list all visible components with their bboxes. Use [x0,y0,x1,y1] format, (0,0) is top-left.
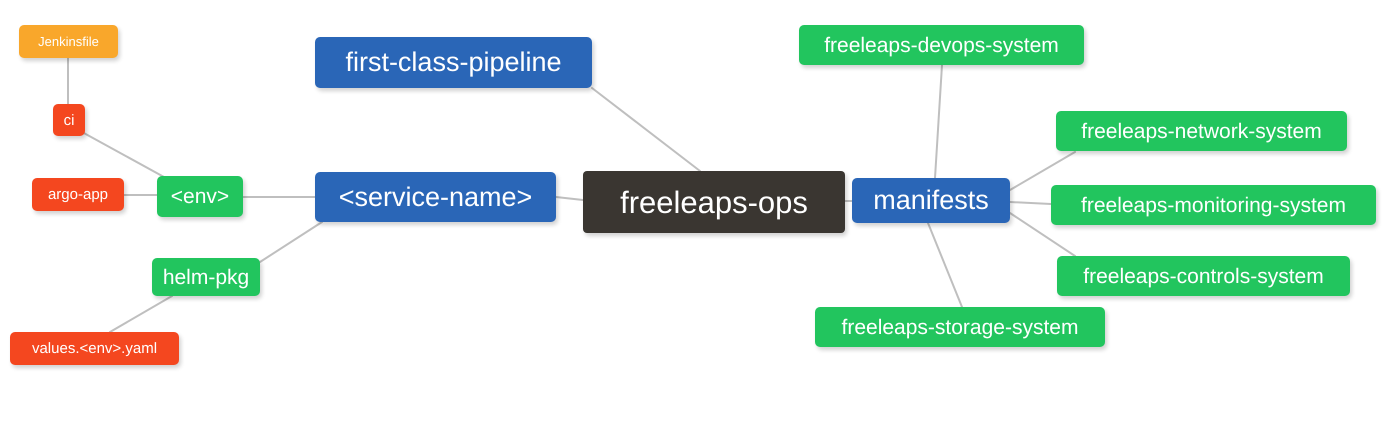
mindmap-node-label: freeleaps-devops-system [824,33,1059,57]
mindmap-edge [259,221,323,263]
mindmap-node-label: freeleaps-controls-system [1083,264,1324,288]
mindmap-node-label: helm-pkg [162,265,250,289]
mindmap-node-freeleaps-network-system[interactable]: freeleaps-network-system [1056,111,1347,151]
mindmap-node-values-env-yaml[interactable]: values.<env>.yaml [10,332,179,365]
mindmap-node-freeleaps-monitoring-system[interactable]: freeleaps-monitoring-system [1051,185,1376,225]
mindmap-node-label: first-class-pipeline [345,47,562,77]
mindmap-node-ci[interactable]: ci [53,104,85,136]
mindmap-node-label: <env> [170,185,230,208]
mindmap-edge [591,87,701,172]
mindmap-edge [927,222,963,308]
mindmap-node-label: values.<env>.yaml [31,340,158,357]
mindmap-node-freeleaps-devops-system[interactable]: freeleaps-devops-system [799,25,1084,65]
mindmap-edge [934,64,943,179]
mindmap-node-freeleaps-ops[interactable]: freeleaps-ops [583,171,845,233]
mindmap-node-freeleaps-controls-system[interactable]: freeleaps-controls-system [1057,256,1350,296]
mindmap-node-manifests[interactable]: manifests [852,178,1010,223]
mindmap-edge [81,131,165,178]
mindmap-node-env[interactable]: <env> [157,176,243,217]
mindmap-node-service-name[interactable]: <service-name> [315,172,556,222]
mindmap-node-label: Jenkinsfile [38,34,99,49]
mindmap-node-label: freeleaps-storage-system [841,315,1079,339]
mindmap-node-label: <service-name> [338,181,533,212]
mindmap-node-argo-app[interactable]: argo-app [32,178,124,211]
mindmap-node-label: argo-app [47,186,109,203]
mindmap-node-jenkinsfile[interactable]: Jenkinsfile [19,25,118,58]
mindmap-edge [555,196,584,201]
mindmap-node-label: ci [63,111,75,129]
mindmap-node-label: freeleaps-monitoring-system [1081,193,1346,217]
mindmap-node-label: manifests [873,185,989,215]
mindmap-node-freeleaps-storage-system[interactable]: freeleaps-storage-system [815,307,1105,347]
mindmap-node-label: freeleaps-network-system [1081,119,1322,143]
mindmap-node-first-class-pipeline[interactable]: first-class-pipeline [315,37,592,88]
mindmap-node-label: freeleaps-ops [620,184,808,220]
mindmap-node-helm-pkg[interactable]: helm-pkg [152,258,260,296]
mindmap-edge [1009,201,1052,205]
mindmap-edge [109,295,173,333]
